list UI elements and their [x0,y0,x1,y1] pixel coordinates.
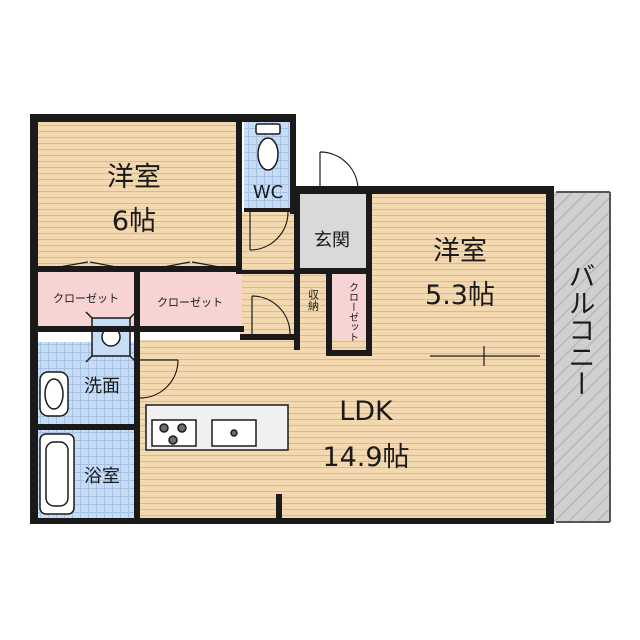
entrance-floor [298,192,368,272]
ldk-size: 14.9帖 [322,442,409,473]
toilet-name: WC [253,182,283,203]
washbasin-icon [39,371,69,417]
bathtub-icon [39,433,75,515]
closet-3-floor [332,274,372,352]
balcony-railing [556,191,611,523]
closet-2-floor [140,272,242,328]
storage-name: 収納 [307,289,320,312]
front-door-icon [319,151,359,191]
closet-1-name: クローゼット [53,292,119,305]
balcony-floor [548,192,610,522]
storage-floor [298,272,328,352]
closet-3-name: クローゼット [347,282,359,342]
western-room-1-name: 洋室 [107,162,161,193]
western-room-2-name: 洋室 [433,236,487,267]
toilet-icon [255,123,281,171]
washroom-name: 洗面 [84,376,120,397]
hall-floor [240,212,300,342]
closet-2-name: クローゼット [157,296,223,309]
bathroom-name: 浴室 [84,466,120,487]
balcony-name: バルコニー [564,262,595,397]
ldk-name: LDK [339,396,394,427]
room2-sliding-door-icon [430,346,540,366]
kitchen-counter-icon [145,404,289,451]
toilet-door-icon [249,211,289,251]
entrance-name: 玄関 [314,230,350,251]
western-room-1-floor [36,120,240,268]
washroom-door-icon [139,359,179,399]
walls [30,114,554,524]
washing-machine-icon [85,311,137,363]
western-room-2-size: 5.3帖 [425,280,495,311]
room-labels: 洋室 6帖 WC 玄関 洋室 5.3帖 収納 クローゼット クローゼット クロー… [53,162,595,487]
hall-door-icon [251,295,291,335]
western-room-2-floor [372,192,548,356]
fixtures [39,123,289,515]
western-room-1-size: 6帖 [112,206,156,237]
